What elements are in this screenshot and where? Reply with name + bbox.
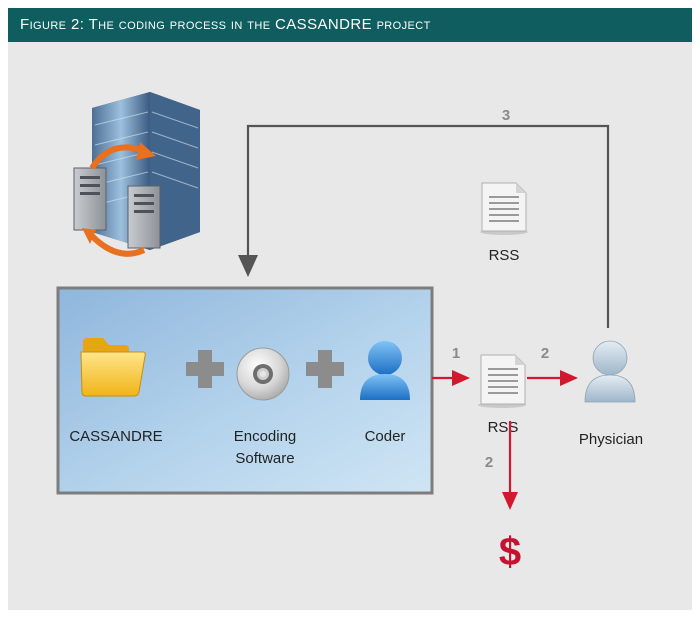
plus-icon: [186, 350, 224, 388]
step-2-payment-label: 2: [485, 454, 493, 471]
step-1-arrowhead: [452, 370, 470, 386]
feedback-line: [246, 124, 610, 328]
figure-header: Figure 2: The coding process in the CASS…: [8, 8, 692, 42]
building-servers-icon: [73, 92, 200, 257]
coder-label: Coder: [365, 428, 406, 445]
physician-label: Physician: [579, 431, 643, 448]
dollar-payment-icon: $: [499, 530, 521, 574]
step-3-label: 3: [502, 107, 510, 124]
cd-disc-icon: [236, 347, 290, 401]
coder-person-icon: [360, 341, 410, 400]
physician-person-icon: [584, 340, 636, 403]
cassandre-label: CASSANDRE: [69, 428, 162, 445]
step-2-physician-arrowhead: [560, 370, 578, 386]
software-label-line1: Encoding: [234, 428, 297, 445]
software-label-line2: Software: [235, 450, 294, 467]
step-2-physician-label: 2: [541, 345, 549, 362]
step-2-payment-arrowhead: [502, 492, 518, 510]
plus-icon: [306, 350, 344, 388]
rss-main-label: RSS: [488, 419, 519, 436]
figure-title: Figure 2: The coding process in the CASS…: [20, 16, 431, 33]
rss-top-label: RSS: [489, 247, 520, 264]
folder-icon: [80, 338, 146, 397]
rss-main-document-icon: [478, 354, 526, 408]
step-1-label: 1: [452, 345, 460, 362]
feedback-arrowhead: [238, 255, 258, 277]
rss-top-document-icon: [480, 182, 528, 235]
